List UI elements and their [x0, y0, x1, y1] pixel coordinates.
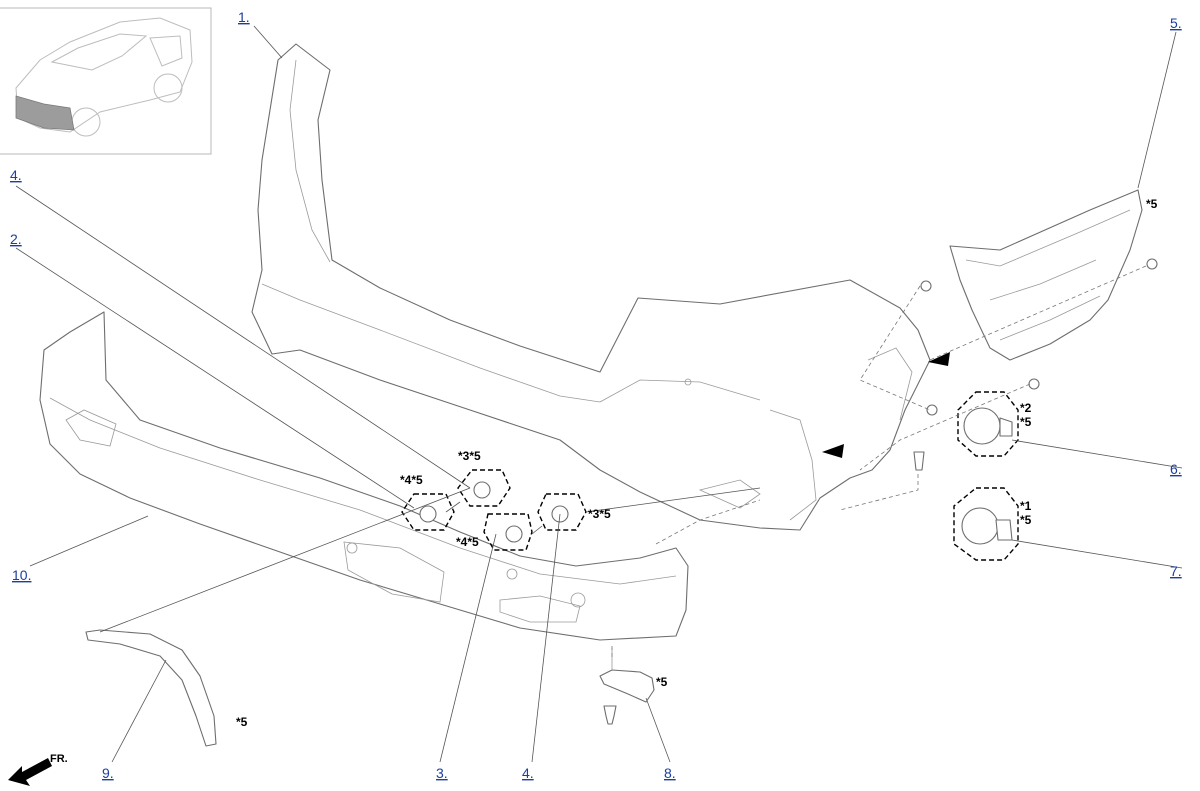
vehicle-locator-thumbnail [0, 7, 212, 155]
front-direction-indicator: FR. [8, 753, 68, 786]
sensor-group-4 [537, 493, 587, 531]
note-part-6-a: *2 [1020, 401, 1032, 415]
callout-7[interactable]: 7. [1170, 563, 1182, 579]
callout-9[interactable]: 9. [102, 765, 114, 781]
upper-bumper-cover [251, 43, 931, 531]
callout-1[interactable]: 1. [238, 9, 250, 25]
callout-leaders [15, 25, 1183, 763]
callout-labels: 1. 4. 2. 5. 6. 7. 10. 9. 3. 4. 8. [10, 9, 1182, 781]
note-part-7-b: *5 [1020, 513, 1032, 527]
sensor-connector-lines [99, 487, 761, 633]
fog-lamp-group-lower [953, 487, 1019, 561]
callout-8[interactable]: 8. [664, 765, 676, 781]
front-direction-arrow-icon [8, 758, 52, 786]
sensor-group-3 [483, 513, 533, 551]
note-sensor-1: *3*5 [458, 449, 481, 463]
note-sensor-2: *4*5 [400, 473, 423, 487]
sensor-group-2 [401, 493, 455, 531]
note-sensor-4: *3*5 [588, 507, 611, 521]
note-part-7-a: *1 [1020, 499, 1032, 513]
note-sensor-3: *4*5 [456, 535, 479, 549]
lower-bumper-assembly [39, 311, 689, 641]
callout-4-bottom[interactable]: 4. [522, 765, 534, 781]
alignment-lines [611, 265, 1147, 660]
direction-label: FR. [50, 753, 68, 765]
note-part-9: *5 [236, 715, 248, 729]
note-part-8: *5 [656, 675, 668, 689]
small-mounting-bracket [599, 648, 655, 725]
callout-6[interactable]: 6. [1170, 461, 1182, 477]
side-bracket [949, 189, 1143, 361]
fasteners [913, 258, 1158, 471]
assembly-arrows [822, 352, 950, 458]
callout-5[interactable]: 5. [1170, 15, 1182, 31]
callout-2[interactable]: 2. [10, 231, 22, 247]
side-garnish-strip [85, 629, 217, 747]
callout-10[interactable]: 10. [12, 567, 31, 583]
note-part-5: *5 [1146, 197, 1158, 211]
fog-lamp-group-upper [957, 391, 1019, 457]
callout-4-top[interactable]: 4. [10, 167, 22, 183]
sensor-group-1 [457, 469, 511, 507]
note-part-6-b: *5 [1020, 415, 1032, 429]
callout-3[interactable]: 3. [436, 765, 448, 781]
part-notes: *3*5 *4*5 *3*5 *4*5 *5 *2 *5 *1 *5 *5 *5 [236, 197, 1158, 729]
